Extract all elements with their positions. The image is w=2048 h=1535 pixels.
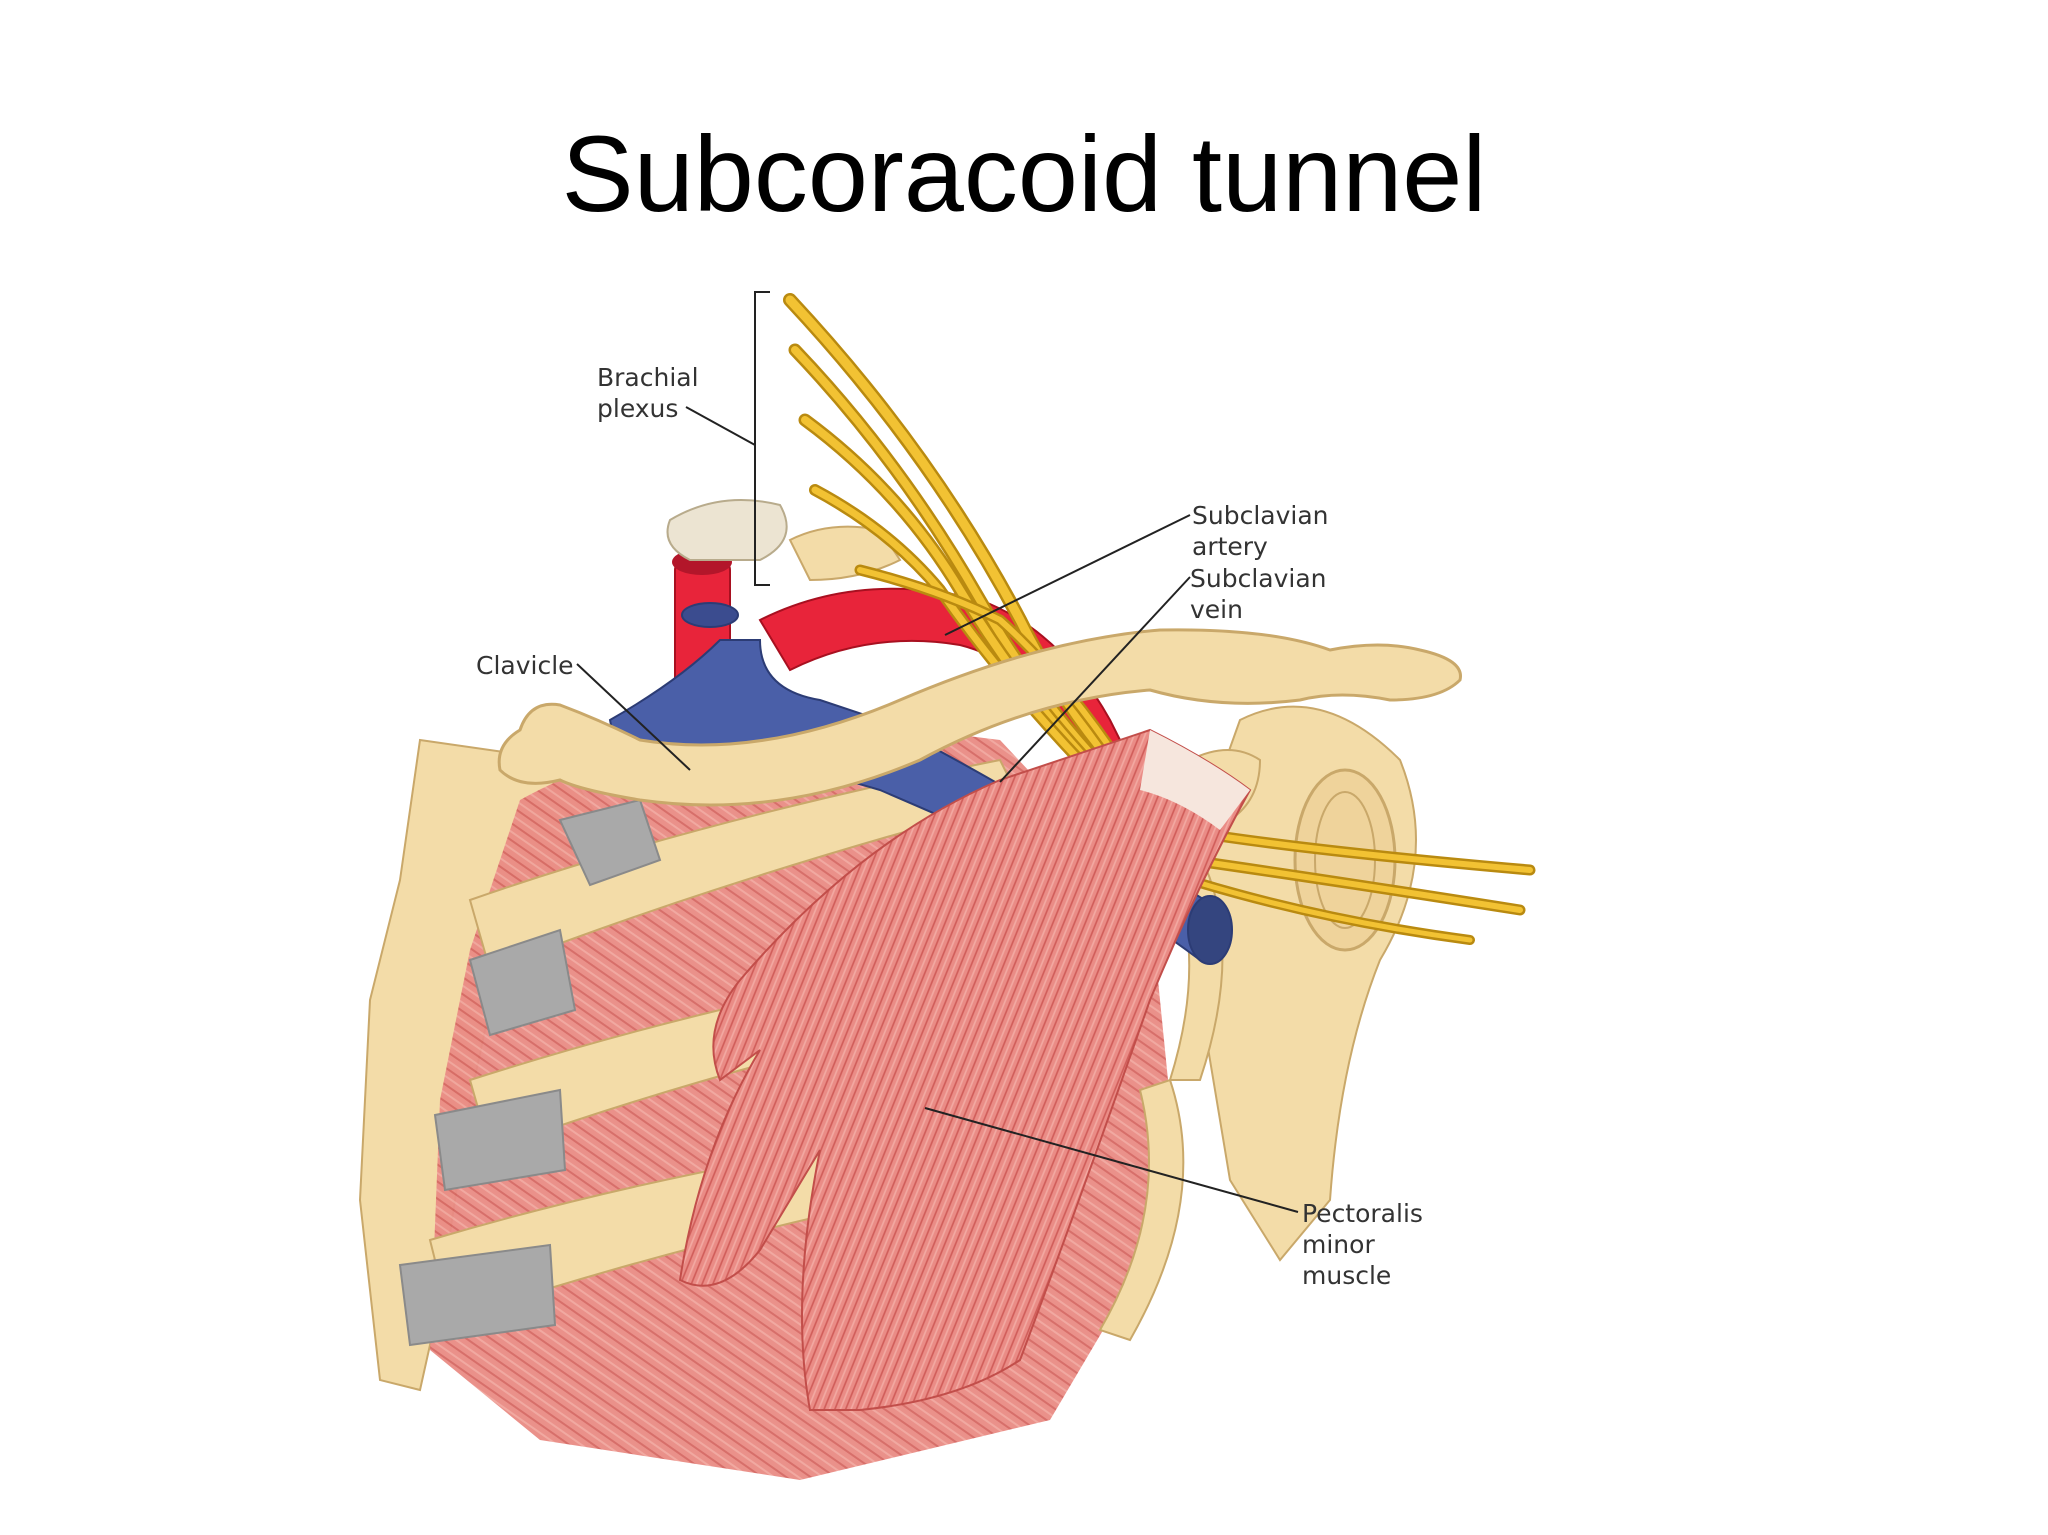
leader-lines	[576, 291, 1299, 1213]
subclavian-vein-leader	[999, 576, 1191, 783]
first-rib-top	[666, 499, 788, 561]
label-clavicle: Clavicle	[476, 651, 574, 680]
subclavian-artery-shape	[758, 587, 1142, 792]
costal-cartilage	[398, 798, 662, 1347]
pectoralis-minor-leader	[924, 1107, 1299, 1213]
clavicle-bone	[497, 628, 1462, 807]
subclavian-artery-leader	[944, 514, 1191, 636]
pectoralis-minor-muscle	[678, 728, 1252, 1411]
clavicle-leader	[576, 663, 691, 771]
brachial-plexus-leader	[685, 406, 756, 446]
brachial-plexus-bracket	[754, 291, 770, 586]
slide-title: Subcoracoid tunnel	[561, 113, 1487, 234]
